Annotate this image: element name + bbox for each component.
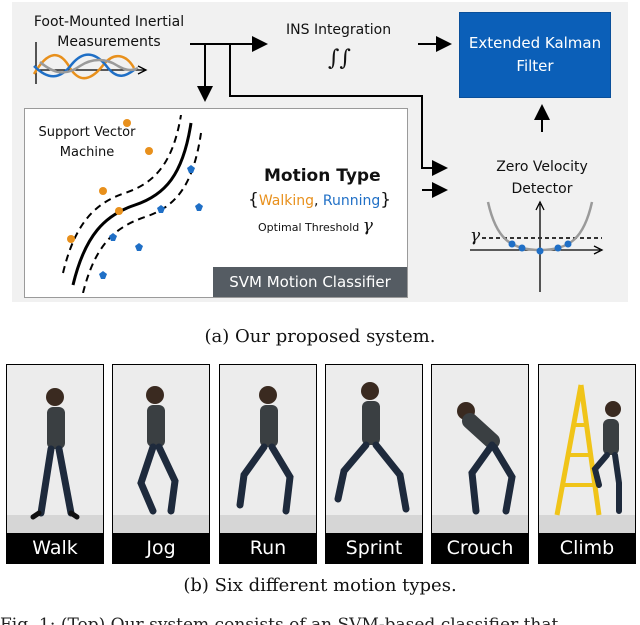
person-jog-figure <box>113 386 209 535</box>
person-walk-figure <box>7 388 103 535</box>
inertial-signal-icon <box>32 42 148 84</box>
person-run-figure <box>220 386 316 535</box>
class-walking: Walking <box>258 193 315 209</box>
motion-type-classes: {Walking, Running} <box>248 190 391 210</box>
ekf-line1: Extended Kalman <box>468 34 602 52</box>
svm-scatter-plot <box>62 115 203 293</box>
zvd-label-line2: Detector <box>511 181 573 197</box>
gamma-symbol: γ <box>362 216 373 236</box>
motion-panel-sprint: Sprint <box>325 364 423 564</box>
inputs-label-line2: Measurements <box>57 34 161 50</box>
orange-sample <box>67 235 75 243</box>
svm-label: Support Vector Machine <box>35 123 139 163</box>
blue-sample <box>109 233 117 241</box>
orange-sample <box>99 187 107 195</box>
motion-label-sprint: Sprint <box>326 533 422 563</box>
person-climb-figure <box>539 384 635 535</box>
motion-label-climb: Climb <box>539 533 635 563</box>
blue-sample <box>187 165 195 173</box>
svm-panel: Support Vector Machine SVM Motion Classi… <box>24 108 408 298</box>
blue-sample <box>195 203 203 211</box>
figure-caption-partial: Fig. 1: (Top) Our system consists of an … <box>0 615 559 625</box>
person-sprint-figure <box>326 382 422 535</box>
zvd-label: Zero Velocity Detector <box>470 156 614 200</box>
arrow-sensor-to-zvd <box>229 44 448 176</box>
brace-open: { <box>248 190 259 210</box>
motion-panel-climb: Climb <box>538 364 636 564</box>
class-running: Running <box>322 193 381 209</box>
zvd-gamma-symbol: γ <box>470 226 481 246</box>
double-integral-symbol: ∫∫ <box>328 46 351 71</box>
threshold-row: Optimal Threshold γ <box>258 216 373 236</box>
svm-label-line1: Support Vector <box>38 125 136 140</box>
motion-panel-jog: Jog <box>112 364 210 564</box>
inputs-label-line1: Foot-Mounted Inertial <box>33 14 185 30</box>
blue-sample <box>157 205 165 213</box>
caption-b: (b) Six different motion types. <box>183 575 457 596</box>
inputs-label: Foot-Mounted Inertial Measurements <box>24 12 194 52</box>
class-separator: , <box>314 193 323 209</box>
brace-close: } <box>380 190 392 210</box>
motion-panel-walk: Walk <box>6 364 104 564</box>
zvd-plot <box>470 200 604 292</box>
motion-label-crouch: Crouch <box>432 533 528 563</box>
zvd-label-line1: Zero Velocity <box>496 159 588 175</box>
svm-label-line2: Machine <box>59 145 115 160</box>
svm-classifier-label: SVM Motion Classifier <box>213 267 407 297</box>
orange-sample <box>145 147 153 155</box>
person-crouch-figure <box>432 402 528 535</box>
caption-a: (a) Our proposed system. <box>204 326 436 347</box>
motion-panel-crouch: Crouch <box>431 364 529 564</box>
motion-panel-run: Run <box>219 364 317 564</box>
blue-sample <box>135 243 143 251</box>
ekf-line2: Filter <box>516 57 554 75</box>
motion-label-run: Run <box>220 533 316 563</box>
motion-type-title: Motion Type <box>264 166 381 186</box>
ins-integration-label: INS Integration <box>286 22 392 38</box>
orange-sample <box>115 207 123 215</box>
orange-sample <box>123 119 131 127</box>
blue-sample <box>99 271 107 279</box>
motion-label-walk: Walk <box>7 533 103 563</box>
optimal-threshold-label: Optimal Threshold <box>258 221 360 234</box>
ekf-block: Extended Kalman Filter <box>459 12 611 98</box>
motion-label-jog: Jog <box>113 533 209 563</box>
